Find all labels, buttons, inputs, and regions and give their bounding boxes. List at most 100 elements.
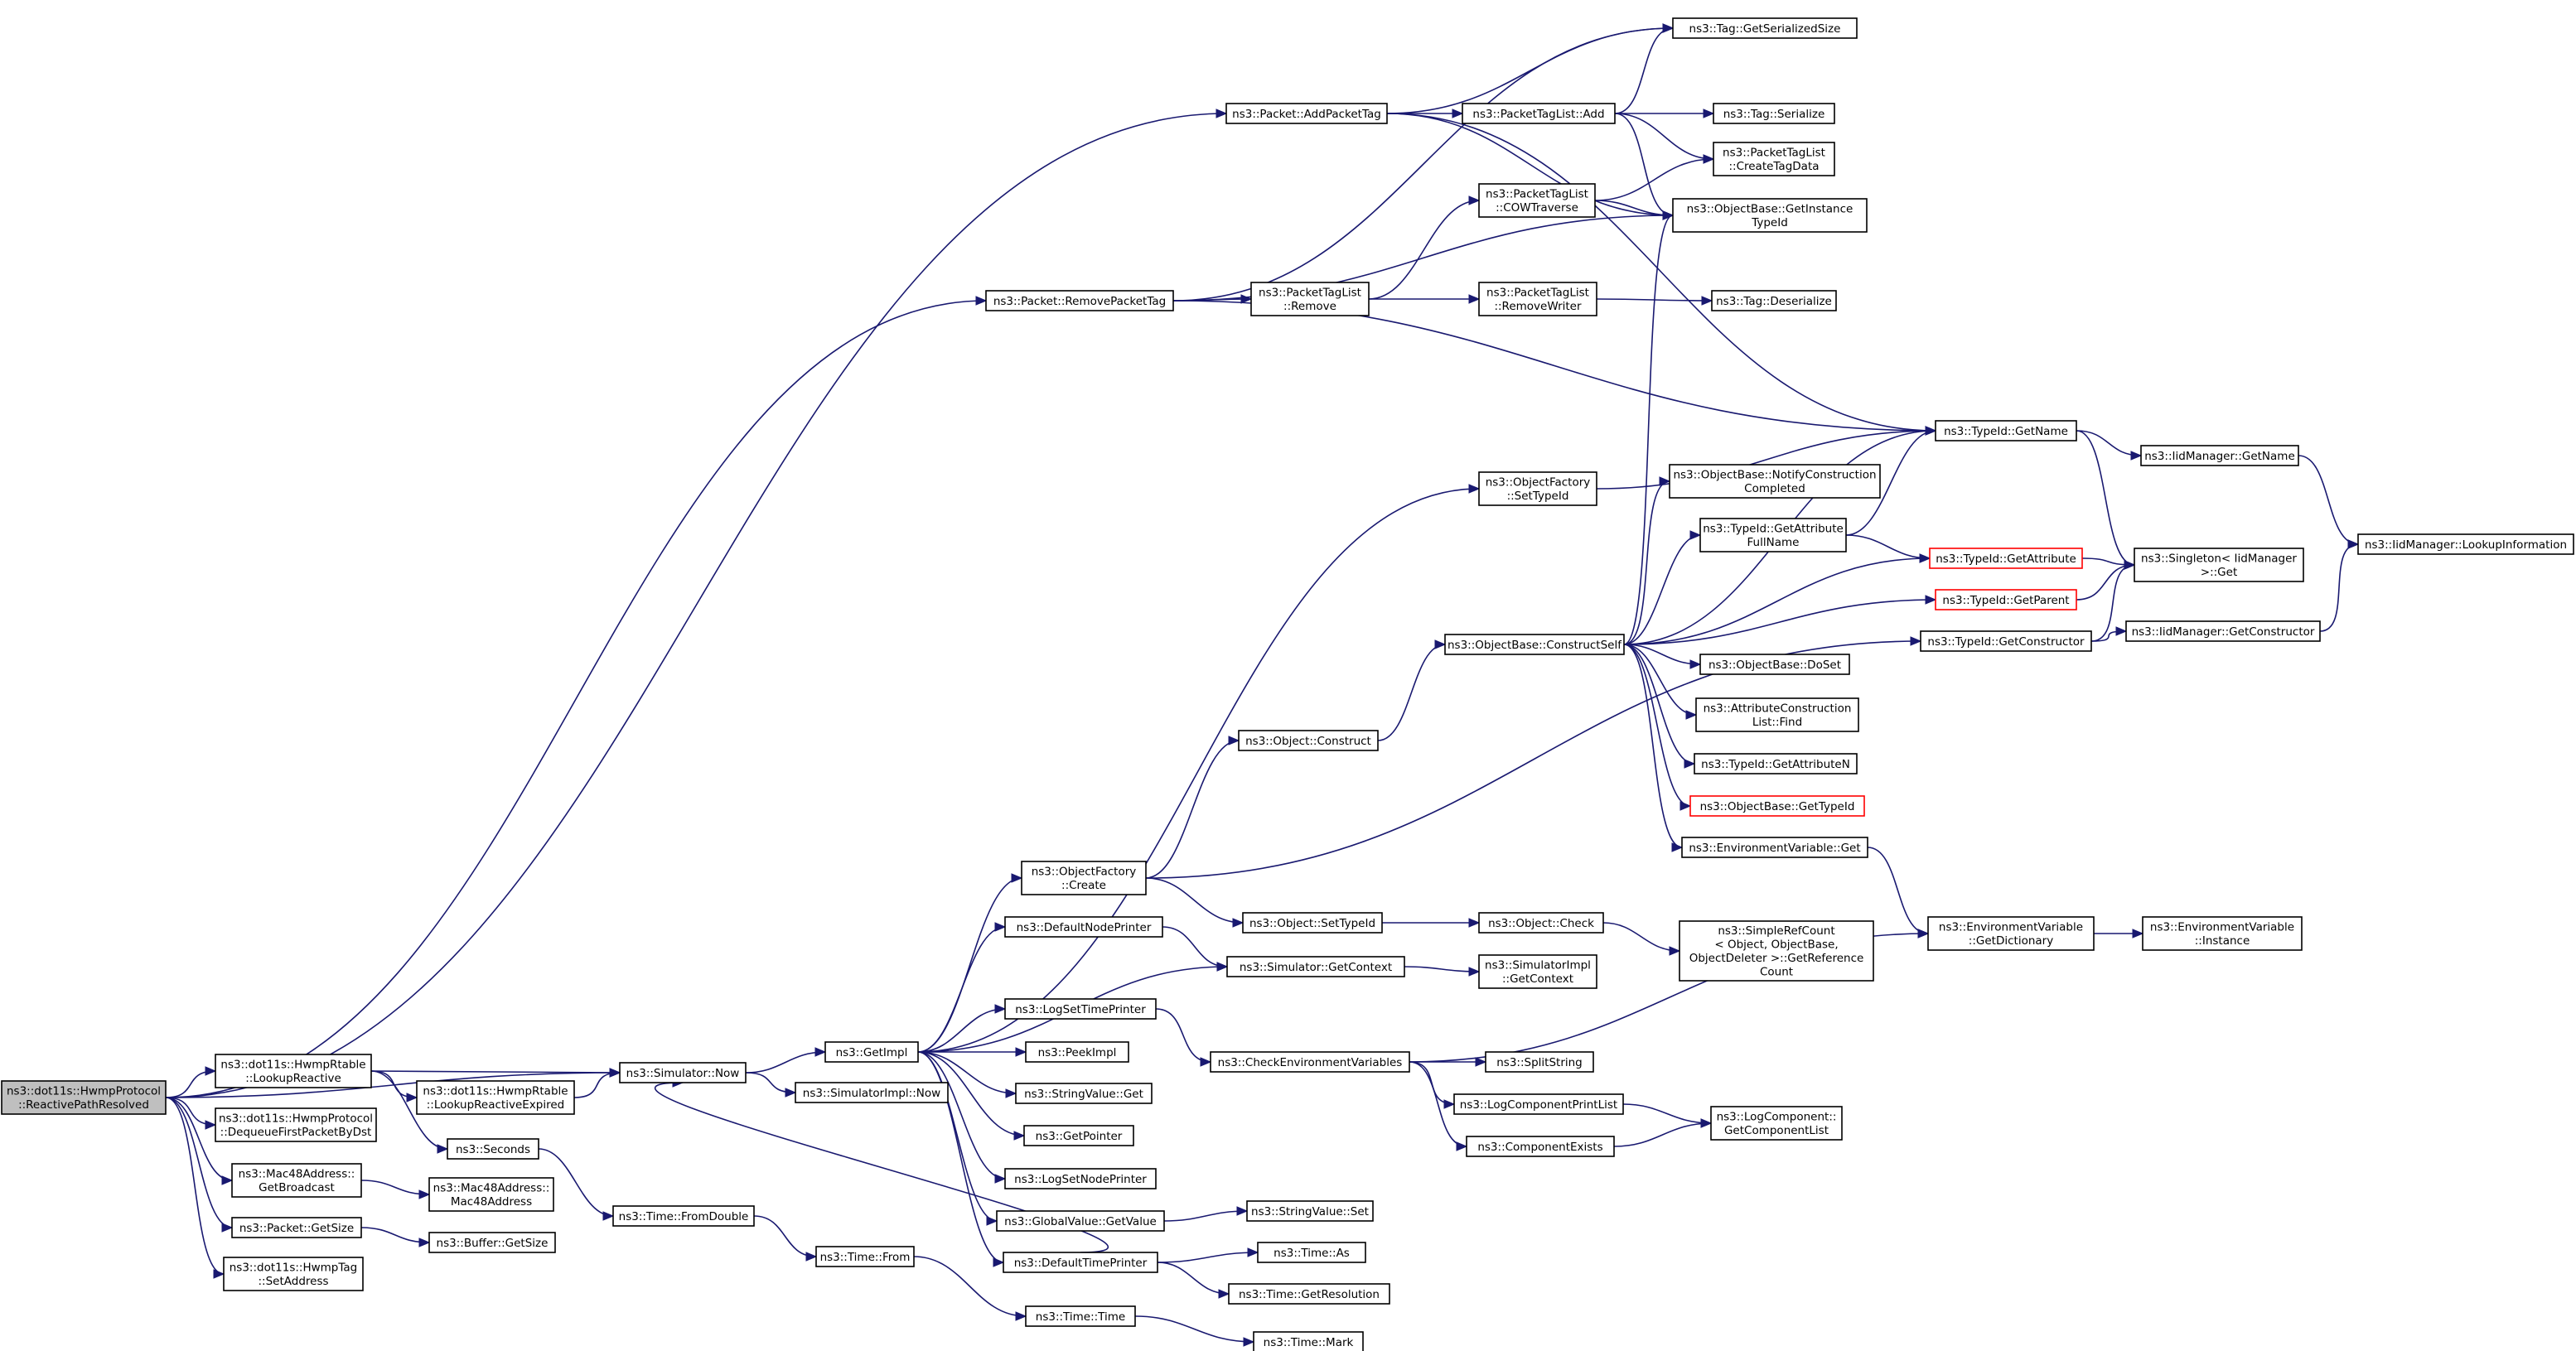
edge-root-to-packet-get-size bbox=[165, 1097, 233, 1228]
node-peek-impl[interactable]: ns3::PeekImpl bbox=[1025, 1041, 1129, 1063]
node-remove-packet-tag[interactable]: ns3::Packet::RemovePacketTag bbox=[985, 290, 1174, 311]
node-type-id-get-constructor[interactable]: ns3::TypeId::GetConstructor bbox=[1920, 630, 2092, 652]
node-box bbox=[1929, 548, 2083, 569]
node-time-from-double[interactable]: ns3::Time::FromDouble bbox=[612, 1205, 755, 1227]
edge-root-to-hwmp-tag-set-address bbox=[165, 1097, 225, 1275]
node-lookup-reactive[interactable]: ns3::dot11s::HwmpRtable::LookupReactive bbox=[215, 1054, 372, 1088]
node-default-node-printer[interactable]: ns3::DefaultNodePrinter bbox=[1004, 916, 1163, 938]
node-default-time-printer[interactable]: ns3::DefaultTimePrinter bbox=[1003, 1252, 1158, 1273]
node-time-mark[interactable]: ns3::Time::Mark bbox=[1253, 1331, 1364, 1351]
node-type-id-get-name[interactable]: ns3::TypeId::GetName bbox=[1935, 420, 2077, 441]
node-box bbox=[619, 1062, 747, 1083]
node-log-set-time-printer[interactable]: ns3::LogSetTimePrinter bbox=[1004, 998, 1157, 1020]
node-sim-get-context[interactable]: ns3::Simulator::GetContext bbox=[1226, 956, 1405, 977]
node-label: ns3::ObjectFactory bbox=[1032, 866, 1137, 879]
arrowhead bbox=[1216, 962, 1229, 972]
node-global-value-get-value[interactable]: ns3::GlobalValue::GetValue bbox=[996, 1210, 1165, 1232]
node-hwmp-tag-set-address[interactable]: ns3::dot11s::HwmpTag::SetAddress bbox=[223, 1257, 364, 1291]
node-mac48-address[interactable]: ns3::Mac48Address::Mac48Address bbox=[428, 1177, 554, 1212]
edge-get-impl-to-global-value-get-value bbox=[917, 1051, 998, 1222]
node-sim-impl-get-context[interactable]: ns3::SimulatorImpl::GetContext bbox=[1478, 954, 1597, 989]
node-label: ns3::Simulator::GetContext bbox=[1240, 961, 1392, 974]
node-env-var-instance[interactable]: ns3::EnvironmentVariable::Instance bbox=[2142, 916, 2303, 951]
node-label: ns3::StringValue::Get bbox=[1024, 1088, 1143, 1101]
node-env-var-get[interactable]: ns3::EnvironmentVariable::Get bbox=[1681, 837, 1868, 858]
node-log-set-node-printer[interactable]: ns3::LogSetNodePrinter bbox=[1004, 1168, 1157, 1189]
edge-get-impl-to-log-set-time-printer bbox=[917, 1008, 1006, 1053]
node-type-id-get-parent[interactable]: ns3::TypeId::GetParent bbox=[1935, 589, 2077, 610]
edge-lookup-reactive-to-seconds bbox=[370, 1070, 448, 1150]
node-component-exists[interactable]: ns3::ComponentExists bbox=[1466, 1136, 1615, 1157]
node-obj-base-get-type-id[interactable]: ns3::ObjectBase::GetTypeId bbox=[1689, 795, 1865, 817]
node-obj-factory-create[interactable]: ns3::ObjectFactory::Create bbox=[1021, 861, 1147, 895]
node-cow-traverse[interactable]: ns3::PacketTagList::COWTraverse bbox=[1478, 183, 1596, 218]
node-iid-manager-get-constructor[interactable]: ns3::IidManager::GetConstructor bbox=[2125, 620, 2321, 642]
node-env-var-get-dictionary[interactable]: ns3::EnvironmentVariable::GetDictionary bbox=[1927, 916, 2095, 951]
node-packet-tag-list-remove[interactable]: ns3::PacketTagList::Remove bbox=[1250, 282, 1370, 316]
arrowhead bbox=[2347, 539, 2360, 549]
node-type-id-get-attribute[interactable]: ns3::TypeId::GetAttribute bbox=[1929, 548, 2083, 569]
node-buffer-get-size[interactable]: ns3::Buffer::GetSize bbox=[428, 1232, 556, 1253]
node-label: ns3::Object::Construct bbox=[1245, 735, 1371, 748]
node-time-get-resolution[interactable]: ns3::Time::GetResolution bbox=[1228, 1283, 1390, 1305]
node-label: ns3::StringValue::Set bbox=[1251, 1205, 1369, 1218]
node-get-pointer[interactable]: ns3::GetPointer bbox=[1023, 1125, 1134, 1146]
edge-obj-factory-set-type-id-to-type-id-get-name bbox=[1596, 430, 1936, 490]
node-object-construct[interactable]: ns3::Object::Construct bbox=[1238, 730, 1379, 751]
node-simple-ref-count[interactable]: ns3::SimpleRefCount< Object, ObjectBase,… bbox=[1679, 920, 1874, 982]
edge-object-check-to-simple-ref-count bbox=[1602, 922, 1680, 952]
node-simulator-now[interactable]: ns3::Simulator::Now bbox=[619, 1062, 747, 1083]
node-sim-impl-now[interactable]: ns3::SimulatorImpl::Now bbox=[795, 1082, 949, 1103]
arrowhead bbox=[406, 1093, 418, 1103]
node-time-from[interactable]: ns3::Time::From bbox=[815, 1246, 915, 1267]
node-tag-serialize[interactable]: ns3::Tag::Serialize bbox=[1713, 103, 1835, 124]
node-seconds[interactable]: ns3::Seconds bbox=[447, 1138, 539, 1160]
node-packet-get-size[interactable]: ns3::Packet::GetSize bbox=[231, 1217, 362, 1238]
arrowhead bbox=[994, 1004, 1007, 1014]
edge-time-time-to-time-mark bbox=[1134, 1315, 1254, 1343]
node-get-impl[interactable]: ns3::GetImpl bbox=[824, 1041, 919, 1063]
node-label: ns3::Seconds bbox=[456, 1143, 530, 1156]
node-dequeue[interactable]: ns3::dot11s::HwmpProtocol::DequeueFirstP… bbox=[215, 1107, 377, 1142]
node-get-broadcast[interactable]: ns3::Mac48Address::GetBroadcast bbox=[231, 1163, 362, 1198]
node-notify-construction[interactable]: ns3::ObjectBase::NotifyConstructionCompl… bbox=[1669, 464, 1881, 499]
node-tag-get-serialized-size[interactable]: ns3::Tag::GetSerializedSize bbox=[1672, 17, 1858, 39]
node-object-set-type-id[interactable]: ns3::Object::SetTypeId bbox=[1242, 912, 1383, 934]
node-packet-tag-list-add[interactable]: ns3::PacketTagList::Add bbox=[1462, 103, 1616, 124]
edge-get-attr-full-name-to-type-id-get-name bbox=[1845, 430, 1936, 536]
node-iid-manager-lookup-info[interactable]: ns3::IidManager::LookupInformation bbox=[2357, 533, 2574, 555]
node-label: ns3::LogSetTimePrinter bbox=[1015, 1003, 1146, 1016]
node-get-attribute-n[interactable]: ns3::TypeId::GetAttributeN bbox=[1694, 753, 1858, 774]
edge-default-node-printer-to-sim-get-context bbox=[1162, 926, 1228, 967]
node-log-component-print-list[interactable]: ns3::LogComponentPrintList bbox=[1453, 1093, 1624, 1115]
node-split-string[interactable]: ns3::SplitString bbox=[1485, 1051, 1594, 1073]
node-do-set[interactable]: ns3::ObjectBase::DoSet bbox=[1699, 654, 1850, 675]
node-log-comp-get-list[interactable]: ns3::LogComponent::GetComponentList bbox=[1710, 1106, 1843, 1141]
node-obj-factory-set-type-id[interactable]: ns3::ObjectFactory::SetTypeId bbox=[1478, 471, 1597, 506]
node-create-tag-data[interactable]: ns3::PacketTagList::CreateTagData bbox=[1713, 142, 1835, 176]
node-add-packet-tag[interactable]: ns3::Packet::AddPacketTag bbox=[1225, 103, 1388, 124]
node-remove-writer[interactable]: ns3::PacketTagList::RemoveWriter bbox=[1478, 282, 1597, 316]
node-iid-manager-get-name[interactable]: ns3::IidManager::GetName bbox=[2140, 445, 2299, 466]
node-object-check[interactable]: ns3::Object::Check bbox=[1478, 912, 1604, 934]
node-check-env-vars[interactable]: ns3::CheckEnvironmentVariables bbox=[1210, 1051, 1410, 1073]
node-label: ns3::GetImpl bbox=[836, 1046, 908, 1059]
node-construct-self[interactable]: ns3::ObjectBase::ConstructSelf bbox=[1444, 634, 1625, 655]
node-tag-deserialize[interactable]: ns3::Tag::Deserialize bbox=[1711, 290, 1837, 311]
edge-simulator-now-to-get-impl bbox=[745, 1051, 826, 1074]
node-box bbox=[1238, 730, 1379, 751]
arrowhead bbox=[1015, 1311, 1027, 1321]
node-box bbox=[428, 1177, 554, 1212]
node-singleton-get[interactable]: ns3::Singleton< IidManager>::Get bbox=[2134, 548, 2304, 582]
node-string-value-set[interactable]: ns3::StringValue::Set bbox=[1246, 1200, 1374, 1222]
edge-time-from-to-time-time bbox=[913, 1256, 1027, 1317]
node-box bbox=[215, 1107, 377, 1142]
node-root[interactable]: ns3::dot11s::HwmpProtocol::ReactivePathR… bbox=[1, 1080, 167, 1115]
node-lookup-reactive-expired[interactable]: ns3::dot11s::HwmpRtable::LookupReactiveE… bbox=[416, 1080, 575, 1115]
node-string-value-get[interactable]: ns3::StringValue::Get bbox=[1015, 1083, 1153, 1104]
node-time-as[interactable]: ns3::Time::As bbox=[1257, 1242, 1366, 1263]
node-time-time[interactable]: ns3::Time::Time bbox=[1025, 1305, 1136, 1327]
